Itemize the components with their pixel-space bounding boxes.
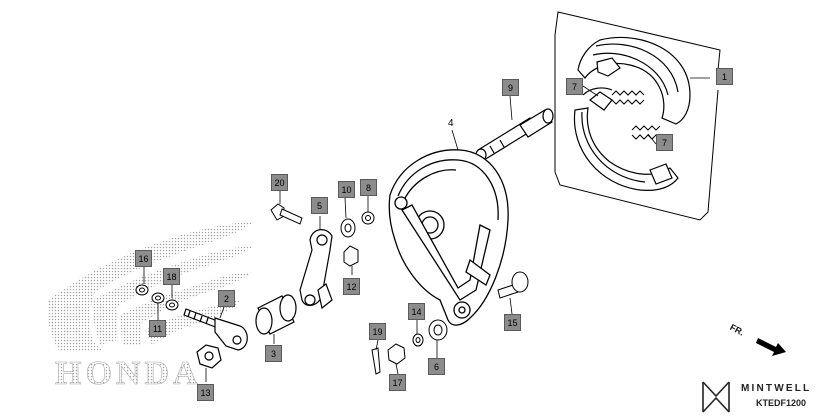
label-4: 4 [448,118,454,129]
cam-shaft [475,108,554,162]
callout-15: 15 [504,314,521,331]
brake-shoes [573,36,691,191]
callout-17: 17 [389,374,406,391]
leader-lines [143,77,710,382]
callout-11: 11 [149,320,166,337]
brake-arm [299,229,333,310]
callout-3: 3 [265,345,282,362]
callout-5: 5 [311,197,328,214]
callout-7a: 7 [566,78,583,95]
nut [196,344,222,369]
callout-6: 6 [428,358,445,375]
panel-bolt [497,271,529,299]
callout-2: 2 [218,290,235,307]
callout-9: 9 [502,79,519,96]
callout-18: 18 [163,268,180,285]
callout-10: 10 [338,181,355,198]
small-fasteners-left [135,284,179,311]
callout-1: 1 [716,68,733,85]
callout-7b: 7 [656,134,673,151]
forward-arrow-icon [756,338,786,356]
callout-19: 19 [369,323,386,340]
arm-fasteners [340,211,375,267]
diagram-code: KTEDF1200 [756,398,807,408]
bolt [270,203,303,225]
shoe-springs [611,90,661,140]
mintwell-logo-icon [702,381,730,413]
callout-13: 13 [197,384,214,401]
callout-20: 20 [271,174,288,191]
brand-name: MINTWELL [741,383,812,394]
honda-wing-watermark: HONDA [47,222,253,392]
callout-14: 14 [408,303,425,320]
brake-shoe-box [554,11,721,221]
brake-panel [388,149,509,326]
honda-watermark-text: HONDA [55,355,202,392]
callout-16: 16 [135,250,152,267]
callout-8: 8 [360,179,377,196]
lower-fasteners [371,319,448,375]
callout-12: 12 [343,278,360,295]
collar [255,294,297,335]
brake-rod-joint [183,308,248,351]
